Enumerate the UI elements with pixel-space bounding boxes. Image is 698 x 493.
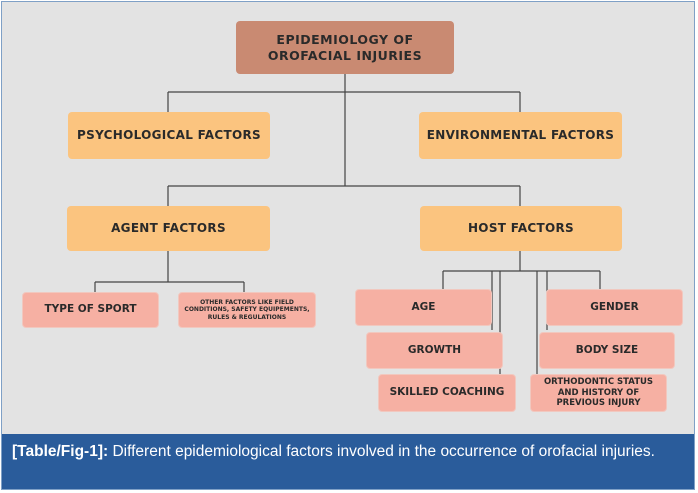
- caption-tag: [Table/Fig-1]:: [12, 443, 109, 460]
- growth-box: GROWTH: [366, 332, 503, 369]
- caption-text: Different epidemiological factors involv…: [108, 443, 655, 460]
- type-of-sport-box: TYPE OF SPORT: [22, 292, 159, 328]
- figure-caption: [Table/Fig-1]: Different epidemiological…: [2, 434, 694, 489]
- environmental-factors-box: ENVIRONMENTAL FACTORS: [419, 112, 622, 159]
- gender-box: GENDER: [546, 289, 683, 326]
- agent-factors-box: AGENT FACTORS: [67, 206, 270, 251]
- body-size-box: BODY SIZE: [539, 332, 675, 369]
- skilled-coaching-box: SKILLED COACHING: [378, 374, 516, 412]
- host-factors-box: HOST FACTORS: [420, 206, 622, 251]
- diagram-area: EPIDEMIOLOGY OF OROFACIAL INJURIES PSYCH…: [2, 2, 694, 434]
- other-factors-box: OTHER FACTORS LIKE FIELD CONDITIONS, SAF…: [178, 292, 316, 328]
- psychological-factors-box: PSYCHOLOGICAL FACTORS: [68, 112, 270, 159]
- age-box: AGE: [355, 289, 492, 326]
- title-box: EPIDEMIOLOGY OF OROFACIAL INJURIES: [236, 21, 454, 74]
- orthodontic-status-box: ORTHODONTIC STATUS AND HISTORY OF PREVIO…: [530, 374, 667, 412]
- connector-lines: [94, 73, 601, 374]
